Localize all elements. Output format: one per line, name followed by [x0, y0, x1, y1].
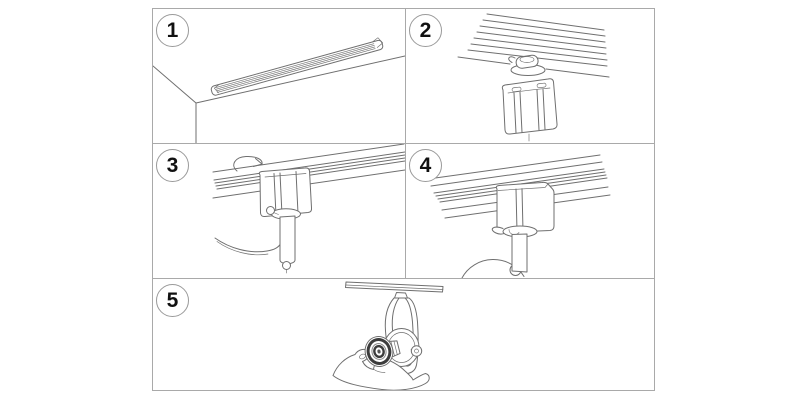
- step-4-number: 4: [419, 153, 432, 177]
- step-3-number: 3: [166, 153, 179, 177]
- step-3-illustration: [212, 144, 405, 274]
- panel-step-3: 3: [153, 144, 406, 279]
- adapter-body: [501, 78, 558, 142]
- step-5-illustration: [332, 281, 444, 390]
- track-rail: [210, 37, 384, 96]
- step-2-badge: 2: [409, 14, 442, 47]
- panel-step-1: 1: [153, 9, 406, 144]
- step-4-illustration: [427, 154, 611, 278]
- track-underside-lines: [457, 13, 610, 78]
- ceiling-corner: [153, 55, 405, 143]
- instruction-grid: 1 2: [152, 8, 655, 391]
- locked-adapter: [491, 181, 555, 238]
- track-rail: [345, 281, 444, 293]
- spotlight-lens: [364, 336, 401, 367]
- rotate-arrow-icon: [233, 155, 263, 172]
- step-5-number: 5: [166, 288, 179, 312]
- cable-wire: [214, 237, 282, 256]
- adapter-on-track: [258, 167, 313, 220]
- mount-neck: [394, 292, 408, 299]
- side-adjust-knob: [410, 345, 423, 357]
- step-1-badge: 1: [156, 14, 189, 47]
- panel-step-5: 5: [153, 279, 654, 390]
- step-1-illustration: [153, 37, 405, 143]
- panel-step-4: 4: [406, 144, 654, 279]
- panel-step-2: 2: [406, 9, 654, 144]
- step-5-badge: 5: [156, 284, 189, 317]
- step-4-badge: 4: [409, 149, 442, 182]
- adapter-twist-knob: [508, 54, 546, 76]
- step-2-number: 2: [419, 18, 432, 42]
- step-1-number: 1: [166, 18, 179, 42]
- hanging-stem: [509, 233, 528, 276]
- step-2-illustration: [457, 13, 610, 142]
- hanging-stem: [279, 215, 296, 274]
- step-3-badge: 3: [156, 149, 189, 182]
